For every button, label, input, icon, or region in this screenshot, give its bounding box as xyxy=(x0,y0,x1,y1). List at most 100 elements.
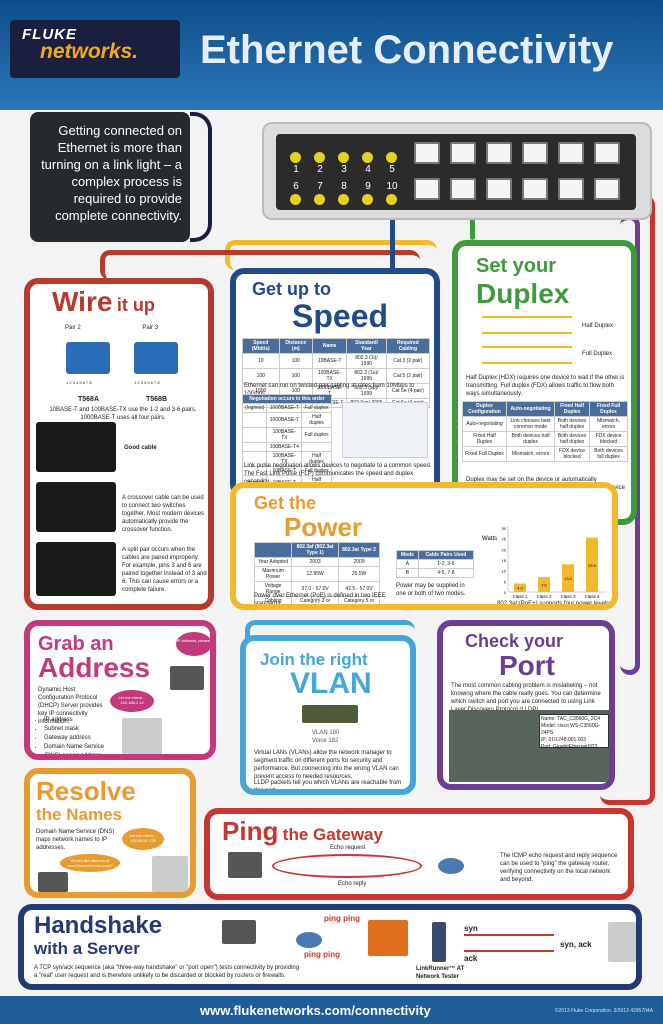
lldp-info-line: IP: 010.248.001.003 xyxy=(541,737,587,743)
firewall-icon xyxy=(368,920,408,956)
footer-url-link[interactable]: www.flukenetworks.com/connectivity xyxy=(200,1003,431,1018)
half-duplex-label: Half Duplex xyxy=(582,323,614,329)
chart-category-label: Class 4 xyxy=(584,594,600,599)
ethernet-jack[interactable] xyxy=(522,142,548,164)
wire-standards: 10BASE-T and 100BASE-TX use the 1-2 and … xyxy=(49,407,197,421)
port-panel: Check your Port The most common cabling … xyxy=(437,620,615,790)
router-icon xyxy=(438,858,464,874)
ping-desc: The ICMP echo request and reply sequence… xyxy=(500,853,618,883)
port-label: 8 xyxy=(341,181,347,192)
wire-orange xyxy=(225,240,437,270)
resolve-title-small: the Names xyxy=(36,805,122,824)
chart-bar xyxy=(562,564,574,592)
chart-value-label: 7.0 xyxy=(541,583,547,588)
chart-value-label: 13.0 xyxy=(564,576,573,581)
vlan-panel: Join the right VLAN VLAN 180 Voice 182 V… xyxy=(240,635,416,795)
ack-arrow xyxy=(464,950,554,952)
speed-title-top: Get up to xyxy=(252,279,331,299)
chart-category-label: Class 2 xyxy=(536,594,552,599)
speed-th: Standard/ Year xyxy=(346,338,387,354)
ethernet-jack[interactable] xyxy=(558,142,584,164)
linkrunner-label: LinkRunner™ AT xyxy=(416,966,465,972)
ethernet-jack[interactable] xyxy=(558,178,584,200)
ethernet-jack[interactable] xyxy=(594,142,620,164)
t568b-jack-icon xyxy=(134,342,178,374)
server-icon xyxy=(608,922,636,962)
split-pair-image xyxy=(36,542,116,596)
syn-arrow xyxy=(464,934,554,936)
speed-th: Name xyxy=(312,338,348,354)
ping-title-small: the Gateway xyxy=(282,825,383,844)
port-label: 7 xyxy=(317,181,323,192)
negotiation-header: Negotiation occurs in this order xyxy=(242,394,332,404)
laptop-icon xyxy=(170,666,204,690)
server-icon xyxy=(122,718,162,754)
footer-copyright: ©2013 Fluke Corporation. 3/2013 4295704A xyxy=(554,1008,653,1014)
port-label: 9 xyxy=(365,181,371,192)
ack-label: ack xyxy=(464,954,478,963)
led-4 xyxy=(362,152,373,163)
wire-red xyxy=(100,250,420,280)
speed-th: Speed (Mbit/s) xyxy=(242,338,280,354)
port-label: 10 xyxy=(386,181,398,192)
led-5 xyxy=(386,152,397,163)
vlan-title-top: Join the right xyxy=(260,650,368,669)
intro-brace xyxy=(190,112,212,242)
vlan-title-big: VLAN xyxy=(290,667,372,700)
lldp-info-box: Name: TAC_C3560G_2C4 Model: cisco WS-C35… xyxy=(539,714,609,750)
led-10 xyxy=(386,194,397,205)
ethernet-jack[interactable] xyxy=(594,178,620,200)
laptop-icon xyxy=(38,872,68,892)
chart-category-label: Class 1 xyxy=(512,594,528,599)
speed-panel: Get up to Speed Speed (Mbit/s)Distance (… xyxy=(230,268,440,498)
led-2 xyxy=(314,152,325,163)
ethernet-jack[interactable] xyxy=(450,178,476,200)
led-8 xyxy=(338,194,349,205)
lldp-info-line: Name: TAC_C3560G_2C4 xyxy=(541,716,601,722)
port-label: 4 xyxy=(365,164,371,175)
ethernet-jack[interactable] xyxy=(522,178,548,200)
dns-reply-bubble: Let me check... 192.65.81.178 xyxy=(122,828,164,850)
laptop-icon xyxy=(222,920,256,944)
full-duplex-label: Full Duplex xyxy=(582,351,613,357)
ethernet-jack[interactable] xyxy=(486,178,512,200)
pair-label: Pair 3 xyxy=(142,325,159,331)
handshake-desc: A TCP syn/ack sequence (aka "three-way h… xyxy=(34,965,300,979)
chart-bar xyxy=(538,577,550,592)
t568a-jack-icon xyxy=(66,342,110,374)
port-label: 2 xyxy=(317,164,323,175)
power-title-big: Power xyxy=(284,512,363,542)
power-panel: Get the Power 802.3af (802.3at Type 1)80… xyxy=(230,482,618,610)
laptop-icon xyxy=(228,852,262,878)
wire-title-small: it up xyxy=(116,295,155,315)
duplex-desc: Half Duplex (HDX) requires one device to… xyxy=(466,375,625,397)
fluke-networks-logo[interactable]: FLUKE networks. xyxy=(10,20,180,78)
crossover-cable-image xyxy=(36,482,116,532)
chart-value-label: 25.5 xyxy=(588,563,597,568)
syn-ack-label: syn, ack xyxy=(560,940,592,949)
vlan-label-2: Voice 182 xyxy=(312,738,339,744)
wire-title: Wire it up xyxy=(52,288,155,316)
address-desc: Dynamic Host Configuration Protocol (DHC… xyxy=(38,687,103,725)
ethernet-jack[interactable] xyxy=(414,142,440,164)
good-cable-label: Good cable xyxy=(124,445,157,451)
chart-ytick-label: 25 xyxy=(502,537,507,542)
vlan-lldp: LLDP packets tell you which VLANs are re… xyxy=(254,780,402,794)
t568a-label: T568A xyxy=(78,396,100,403)
ethernet-jack[interactable] xyxy=(450,142,476,164)
led-3 xyxy=(338,152,349,163)
server-icon xyxy=(152,856,188,892)
power-title-top: Get the xyxy=(254,493,317,513)
full-duplex-arrows xyxy=(482,346,572,364)
router-icon xyxy=(296,932,322,948)
ethernet-jack[interactable] xyxy=(414,178,440,200)
address-item: Subnet mask xyxy=(44,725,114,734)
pins-a: 1 2 3 4 5 6 7 8 xyxy=(66,380,92,385)
ethernet-jack[interactable] xyxy=(486,142,512,164)
power-defined: Power over Ethernet (PoE) is defined in … xyxy=(254,593,386,607)
power-modes-note: Power may be supplied in one or both of … xyxy=(396,583,466,597)
led-7 xyxy=(314,194,325,205)
address-title-top: Grab an xyxy=(38,633,114,655)
t568b-label: T568B xyxy=(146,396,168,403)
